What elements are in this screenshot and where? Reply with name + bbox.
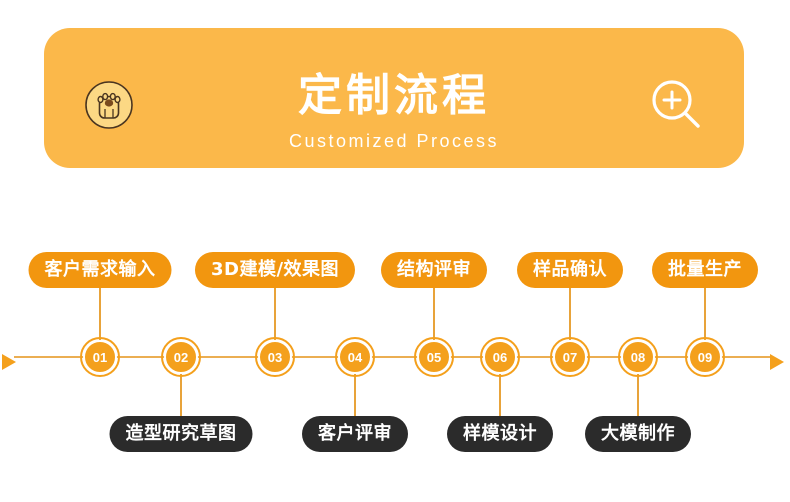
- process-step-pill-03[interactable]: 3D建模/效果图: [194, 252, 356, 288]
- page-title: 定制流程: [298, 70, 490, 121]
- timeline-node-number: 06: [492, 349, 508, 365]
- timeline-node-07[interactable]: 07: [553, 340, 587, 374]
- timeline-stem-01: [99, 288, 101, 340]
- timeline-stem-04: [354, 374, 356, 416]
- timeline-node-09[interactable]: 09: [688, 340, 722, 374]
- timeline-node-01[interactable]: 01: [83, 340, 117, 374]
- banner-text-block: 定制流程 Customized Process: [44, 70, 744, 156]
- header-banner: 定制流程 Customized Process: [44, 28, 744, 168]
- timeline-node-number: 05: [426, 349, 442, 365]
- process-step-pill-01[interactable]: 客户需求输入: [28, 252, 172, 288]
- timeline-stem-03: [274, 288, 276, 340]
- process-step-pill-02[interactable]: 造型研究草图: [109, 416, 253, 452]
- process-step-pill-09[interactable]: 批量生产: [652, 252, 758, 288]
- timeline-node-06[interactable]: 06: [483, 340, 517, 374]
- process-step-pill-07[interactable]: 样品确认: [517, 252, 623, 288]
- process-step-pill-08[interactable]: 大模制作: [585, 416, 691, 452]
- paw-badge-icon: [84, 80, 134, 130]
- timeline-node-number: 09: [697, 349, 713, 365]
- timeline-node-04[interactable]: 04: [338, 340, 372, 374]
- magnifier-plus-icon[interactable]: [648, 76, 706, 134]
- timeline-node-number: 01: [92, 349, 108, 365]
- timeline-stem-02: [180, 374, 182, 416]
- process-step-pill-04[interactable]: 客户评审: [302, 416, 408, 452]
- timeline-node-08[interactable]: 08: [621, 340, 655, 374]
- timeline-node-ring-01: [80, 337, 120, 377]
- page-subtitle: Customized Process: [288, 131, 500, 151]
- timeline-node-ring-05: [414, 337, 454, 377]
- timeline-node-number: 03: [267, 349, 283, 365]
- timeline-stem-05: [433, 288, 435, 340]
- timeline-node-number: 04: [347, 349, 363, 365]
- timeline-node-ring-03: [255, 337, 295, 377]
- timeline-stem-08: [637, 374, 639, 416]
- process-step-pill-06[interactable]: 样模设计: [447, 416, 553, 452]
- timeline-stem-07: [569, 288, 571, 340]
- timeline-node-number: 08: [630, 349, 646, 365]
- timeline-node-ring-02: [161, 337, 201, 377]
- timeline-stem-06: [499, 374, 501, 416]
- timeline-stem-09: [704, 288, 706, 340]
- process-step-pill-05[interactable]: 结构评审: [381, 252, 487, 288]
- timeline-node-ring-08: [618, 337, 658, 377]
- timeline-node-ring-06: [480, 337, 520, 377]
- timeline-node-ring-09: [685, 337, 725, 377]
- timeline-node-ring-07: [550, 337, 590, 377]
- arrow-right-end: [770, 354, 784, 370]
- timeline-node-number: 07: [562, 349, 578, 365]
- arrow-right-start: [2, 354, 16, 370]
- timeline-node-ring-04: [335, 337, 375, 377]
- timeline-node-05[interactable]: 05: [417, 340, 451, 374]
- timeline-node-number: 02: [173, 349, 189, 365]
- timeline-node-02[interactable]: 02: [164, 340, 198, 374]
- process-timeline: 01 02 03 04 05 06 07 08 09 客户需求输入造型研究草图 3D建模/效果图客…: [0, 230, 790, 502]
- timeline-node-03[interactable]: 03: [258, 340, 292, 374]
